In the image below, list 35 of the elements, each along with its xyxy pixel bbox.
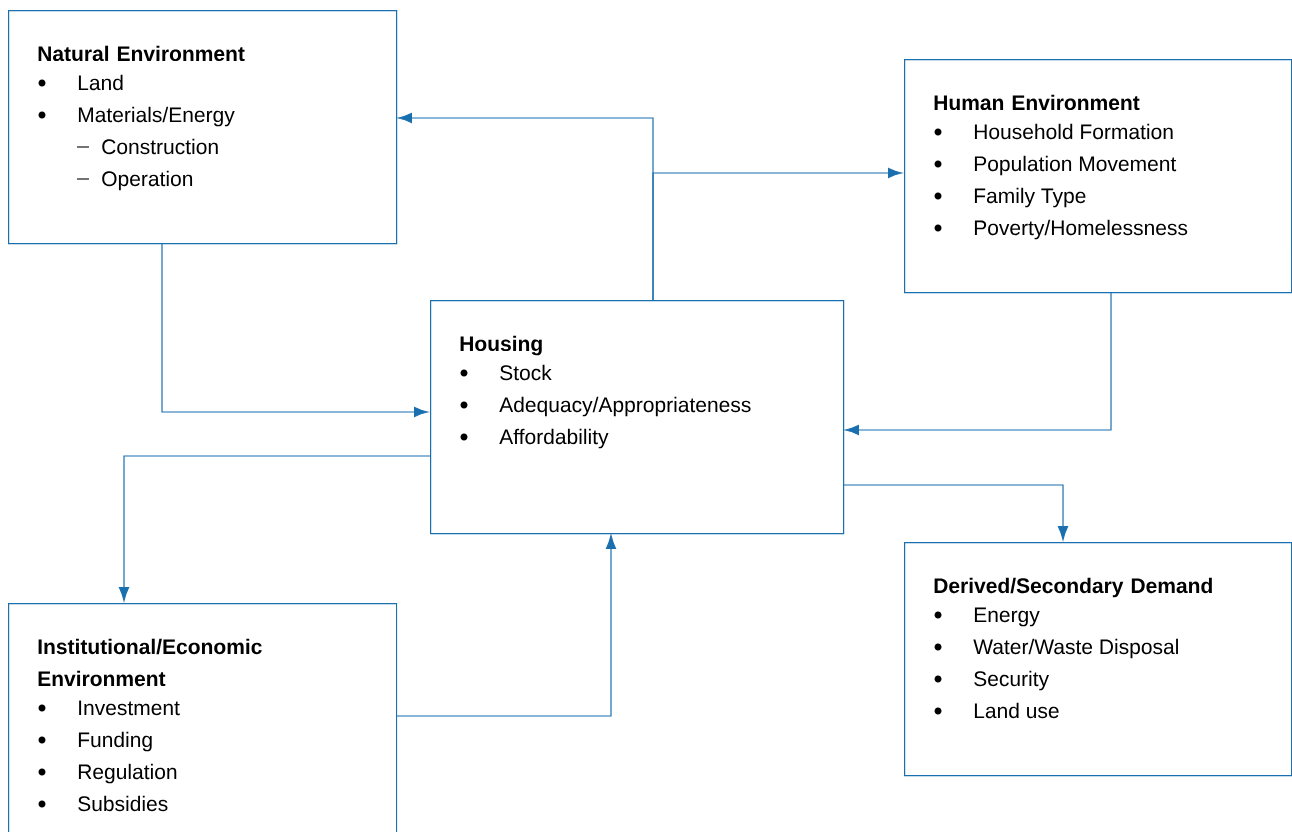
heading-text: Natural Environment xyxy=(38,45,245,62)
process-box xyxy=(430,300,845,535)
arrow xyxy=(842,484,1069,540)
list-item: Materials/Energy xyxy=(78,106,235,127)
list-item: Family Type xyxy=(974,187,1086,208)
list-item: Water/Waste Disposal xyxy=(973,638,1178,659)
heading-text: Derived/Secondary Demand xyxy=(934,577,1212,598)
list-item: Stock xyxy=(500,364,552,381)
list-item: Population Movement xyxy=(974,155,1177,176)
process-box xyxy=(904,542,1292,777)
list-item: Construction xyxy=(102,138,218,155)
process-box xyxy=(904,59,1292,294)
list-item: Energy xyxy=(974,607,1040,627)
heading-text: Housing xyxy=(460,335,542,356)
list-item: Land xyxy=(78,74,123,91)
arrow xyxy=(118,455,431,601)
arrow xyxy=(161,242,428,418)
list-item: Affordability xyxy=(499,428,609,449)
list-item: Funding xyxy=(78,731,152,752)
list-item: Household Formation xyxy=(974,123,1173,140)
arrow xyxy=(652,167,902,301)
list-item: Poverty/Homelessness xyxy=(974,219,1188,240)
list-item: Adequacy/Appropriateness xyxy=(499,396,751,417)
list-item: Regulation xyxy=(78,763,177,784)
heading-text: Human Environment xyxy=(934,94,1140,111)
list-item: Land use xyxy=(974,702,1059,719)
arrow xyxy=(395,535,617,717)
arrow xyxy=(845,291,1112,436)
list-item: Security xyxy=(974,670,1050,691)
list-item: Operation xyxy=(102,170,193,191)
list-item: Subsidies xyxy=(78,795,168,812)
list-item: Investment xyxy=(79,700,180,716)
heading-text: Institutional/Economic Environment xyxy=(38,638,262,687)
process-box xyxy=(8,603,398,832)
process-box xyxy=(8,10,398,245)
